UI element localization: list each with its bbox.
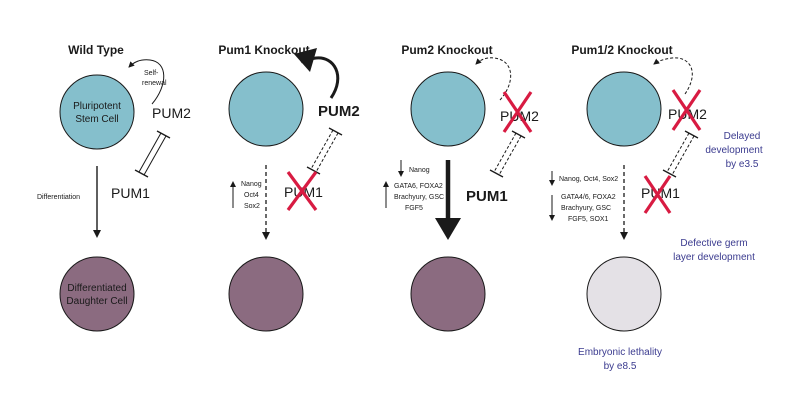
knockout-x-icon <box>502 91 533 133</box>
pum-inhibition-symbol <box>662 130 699 178</box>
gene-label: Oct4 <box>244 192 259 199</box>
pum-inhibition-symbol <box>489 130 526 178</box>
gene-label: Brachyury, GSC <box>394 194 444 201</box>
gene-label: Nanog <box>241 181 262 188</box>
arrow-head-icon <box>294 48 317 72</box>
gene-label: GATA6, FOXA2 <box>394 183 443 190</box>
delayed-development-note: development <box>705 145 762 156</box>
pum2-label: PUM2 <box>152 105 191 121</box>
reduced-self-renewal-arrow <box>475 57 512 101</box>
pluripotent-stem-cell <box>410 71 486 147</box>
gene-label: FGF5 <box>405 205 423 212</box>
differentiated-daughter-cell <box>59 256 135 332</box>
gene-label: GATA4/6, FOXA2 <box>561 194 616 201</box>
pum1-label: PUM1 <box>111 185 150 201</box>
defective-germ-layer-note: Defective germ <box>680 238 747 249</box>
pluripotent-stem-cell <box>228 71 304 147</box>
panel-wild-type: Wild Type Pluripotent Stem Cell Self- re… <box>37 43 191 332</box>
daughter-cell-label-line1: Differentiated <box>67 283 126 294</box>
stem-cell-label-line2: Stem Cell <box>75 114 118 125</box>
daughter-cell-label-line2: Daughter Cell <box>66 296 127 307</box>
pum1-label: PUM1 <box>641 185 680 201</box>
differentiated-daughter-cell <box>228 256 304 332</box>
pum-inhibition-symbol <box>134 130 171 178</box>
pum2-label: PUM2 <box>318 103 360 120</box>
delayed-development-note: by e3.5 <box>726 159 759 170</box>
gene-label: Nanog, Oct4, Sox2 <box>559 176 618 183</box>
failed-daughter-cell <box>586 256 662 332</box>
embryonic-lethality-note: by e8.5 <box>604 361 637 372</box>
panel-title: Pum1/2 Knockout <box>571 43 672 57</box>
pum-inhibition-symbol <box>306 127 343 175</box>
knockout-x-icon <box>286 171 318 211</box>
knockout-x-icon <box>671 89 702 131</box>
gene-label: Sox2 <box>244 203 260 210</box>
reduced-self-renewal-arrow <box>653 57 693 95</box>
delayed-development-note: Delayed <box>724 131 761 142</box>
self-renewal-arrow <box>128 59 165 105</box>
pluripotent-stem-cell <box>59 74 135 150</box>
pum1-label: PUM1 <box>466 188 508 205</box>
panel-pum2-knockout: Pum2 Knockout PUM2 PUM1 Nanog GATA6, FOX… <box>383 43 539 332</box>
panel-title: Pum1 Knockout <box>218 43 309 57</box>
panel-pum1-knockout: Pum1 Knockout PUM2 PUM1 Nanog Oct4 Sox2 <box>218 43 360 332</box>
pluripotent-stem-cell <box>586 71 662 147</box>
gene-label: Brachyury, GSC <box>561 205 611 212</box>
gene-label: Nanog <box>409 167 430 174</box>
differentiation-label: Differentiation <box>37 194 80 201</box>
panel-title: Pum2 Knockout <box>401 43 492 57</box>
arrow-head-icon <box>435 218 461 240</box>
self-renewal-label-line1: Self- <box>144 70 159 77</box>
embryonic-lethality-note: Embryonic lethality <box>578 347 662 358</box>
differentiated-daughter-cell <box>410 256 486 332</box>
stem-cell-label-line1: Pluripotent <box>73 101 121 112</box>
self-renewal-label-line2: renewal <box>142 80 167 87</box>
gene-label: FGF5, SOX1 <box>568 216 609 223</box>
knockout-x-icon <box>643 175 672 214</box>
panel-title: Wild Type <box>68 43 124 57</box>
panel-pum12-knockout: Pum1/2 Knockout PUM2 PUM1 Delayed develo… <box>549 43 763 372</box>
defective-germ-layer-note: layer development <box>673 252 755 263</box>
